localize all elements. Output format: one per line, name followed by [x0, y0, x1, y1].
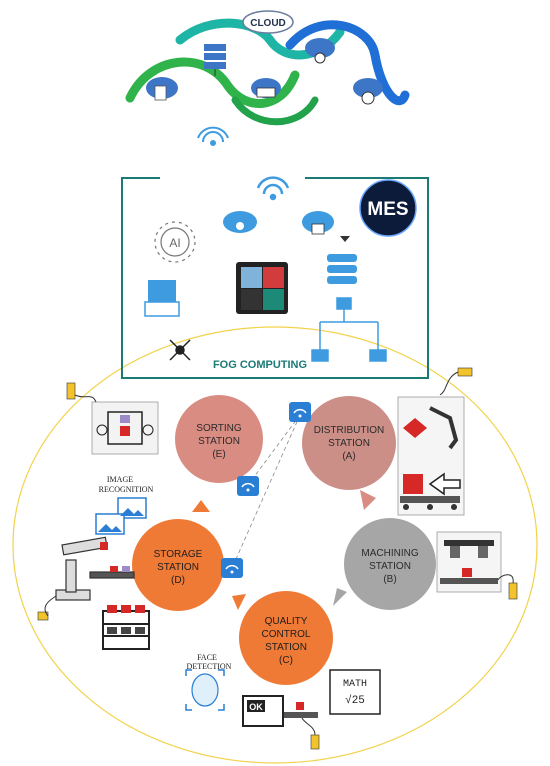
cloud-server-icon	[251, 78, 281, 98]
server-rack-icon	[204, 44, 226, 76]
station-distribution-l1: DISTRIBUTION	[314, 425, 385, 436]
fog-computing-box: MES AI	[121, 176, 429, 379]
math-label-1: MATH	[343, 679, 367, 690]
ok-panel-icon: OK	[242, 695, 318, 727]
wifi-badge-top	[289, 402, 311, 422]
station-storage-l3: (D)	[171, 575, 185, 586]
file-transfer-icon	[144, 280, 180, 317]
wifi-badge-sorting	[237, 476, 259, 496]
face-detection-icon: FACE DETECTION	[185, 653, 232, 711]
cloud-gear-icon	[305, 38, 335, 64]
station-distribution: DISTRIBUTION STATION (A)	[302, 396, 396, 490]
station-quality-l2: CONTROL	[262, 629, 311, 640]
station-machining: MACHINING STATION (B)	[344, 518, 436, 610]
math-card-icon: MATH √25	[329, 669, 381, 715]
station-distribution-l3: (A)	[342, 451, 355, 462]
cloud-title-icon: CLOUD	[242, 10, 294, 34]
ai-network-icon: AI	[154, 221, 196, 263]
station-machining-l2: STATION	[369, 561, 411, 572]
processor-chip-icon	[236, 262, 288, 314]
station-quality-l4: (C)	[279, 655, 293, 666]
sorting-robot-icon	[91, 401, 159, 455]
station-machining-l1: MACHINING	[361, 548, 418, 559]
ai-label: AI	[169, 236, 180, 250]
cloud-document-icon	[146, 77, 178, 101]
station-storage: STORAGE STATION (D)	[132, 519, 224, 611]
ok-label: OK	[249, 702, 263, 712]
distribution-robot-arm-icon	[397, 396, 465, 516]
wireless-signal-icon	[197, 126, 229, 146]
fog-computing-label: FOG COMPUTING	[213, 359, 307, 371]
station-quality: QUALITY CONTROL STATION (C)	[239, 591, 333, 685]
network-monitors-icon	[311, 297, 387, 362]
mes-badge: MES	[359, 179, 417, 237]
math-label-2: √25	[345, 694, 365, 707]
arrow-c-to-d	[232, 594, 246, 610]
station-ring	[12, 326, 538, 764]
database-icon	[327, 254, 357, 284]
cloud-check-icon	[223, 211, 257, 233]
face-detection-label-1: FACE	[197, 653, 217, 662]
cloud-wave-green	[125, 57, 300, 108]
flow-arrows	[192, 490, 376, 610]
station-machining-l3: (B)	[383, 574, 396, 585]
mes-label: MES	[367, 199, 408, 220]
station-quality-l3: STATION	[265, 642, 307, 653]
wireless-links	[231, 414, 301, 569]
image-recognition-icon: IMAGE RECOGNITION	[95, 475, 154, 535]
station-sorting-l2: STATION	[198, 436, 240, 447]
machining-icon	[436, 531, 502, 593]
station-storage-l1: STORAGE	[154, 549, 203, 560]
arrow-b-to-c	[333, 588, 347, 606]
wifi-badge-storage	[221, 558, 243, 578]
arrow-a-to-b	[360, 490, 376, 510]
sensor-connectors	[37, 367, 518, 750]
fog-wifi-icon	[256, 176, 290, 201]
cloud-title: CLOUD	[250, 18, 286, 29]
station-sorting-l1: SORTING	[196, 423, 242, 434]
storage-robot-arm-icon	[55, 536, 135, 601]
station-sorting: SORTING STATION (E)	[175, 395, 263, 483]
cloud-wave-green-2	[231, 96, 319, 126]
storage-rack-icon	[102, 605, 150, 650]
cloud-globe-icon	[353, 78, 383, 105]
download-icon	[340, 236, 350, 242]
cloud-section: CLOUD	[125, 10, 410, 146]
station-sorting-l3: (E)	[212, 449, 225, 460]
face-detection-label-2: DETECTION	[187, 662, 232, 671]
station-quality-l1: QUALITY	[265, 616, 308, 627]
station-distribution-l2: STATION	[328, 438, 370, 449]
cloud-upload-icon	[302, 211, 334, 235]
sensor-cables	[44, 371, 514, 736]
cloud-wave-blue	[285, 20, 410, 106]
arrow-d-to-e	[192, 500, 210, 512]
station-storage-l2: STATION	[157, 562, 199, 573]
image-recognition-label-2: RECOGNITION	[99, 485, 154, 494]
image-recognition-label-1: IMAGE	[107, 475, 133, 484]
network-node-icon	[169, 339, 191, 361]
